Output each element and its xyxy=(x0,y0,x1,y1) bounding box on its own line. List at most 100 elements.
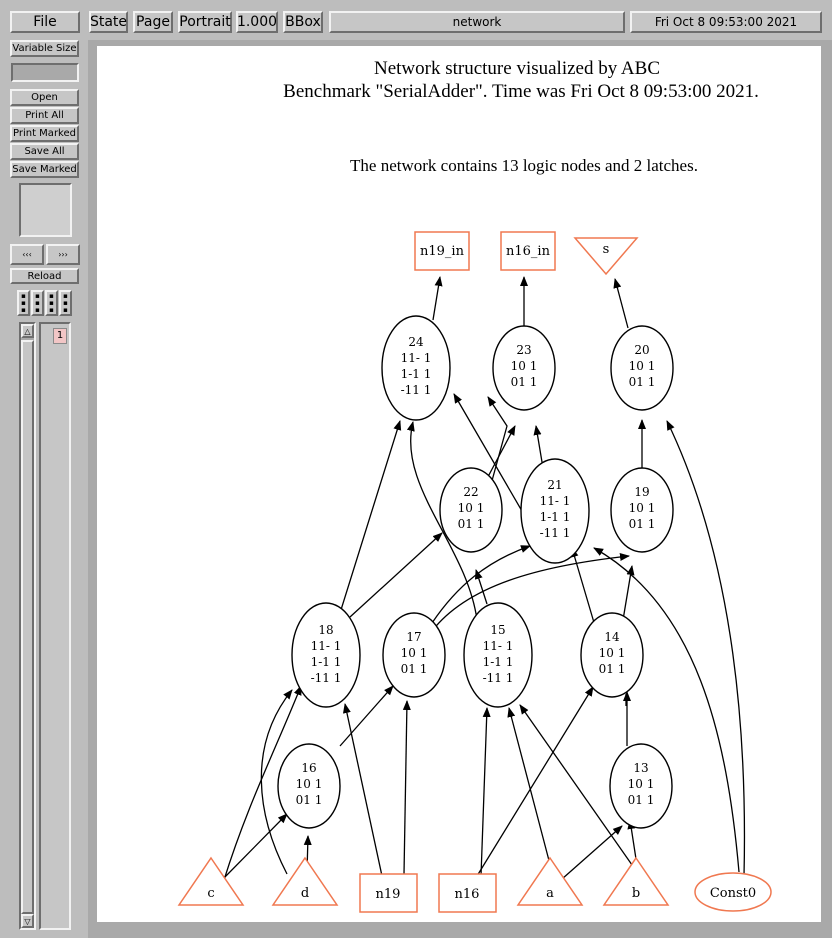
svg-text:11- 1: 11- 1 xyxy=(540,494,571,508)
save-all-button[interactable]: Save All xyxy=(10,143,79,160)
svg-text:14: 14 xyxy=(604,630,620,644)
svg-text:-11 1: -11 1 xyxy=(483,671,514,685)
input-node-const0[interactable]: Const0 xyxy=(694,872,772,912)
svg-text:1-1 1: 1-1 1 xyxy=(401,367,432,381)
edge xyxy=(406,421,478,621)
edge xyxy=(487,396,508,489)
state-button[interactable]: State xyxy=(89,11,128,33)
svg-text:10 1: 10 1 xyxy=(401,646,428,660)
graph-title: Network structure visualized by ABC xyxy=(374,58,660,79)
output-label: s xyxy=(603,242,610,257)
mark-odd-icon[interactable]: ▪▪▪ xyxy=(31,290,44,316)
svg-text:17: 17 xyxy=(406,630,421,644)
node-15 xyxy=(463,602,533,708)
edge xyxy=(474,569,488,605)
input-node-n19[interactable]: n19 xyxy=(359,873,418,913)
edge xyxy=(480,707,491,877)
input-node-b[interactable]: b xyxy=(602,856,670,906)
edge xyxy=(339,420,402,614)
svg-text:10 1: 10 1 xyxy=(458,501,485,515)
svg-text:01 1: 01 1 xyxy=(401,662,428,676)
edge xyxy=(507,707,553,873)
svg-text:10 1: 10 1 xyxy=(511,359,538,373)
variable-size-button[interactable]: Variable Size xyxy=(10,40,79,57)
graph-page[interactable]: Network structure visualized by ABC Benc… xyxy=(97,46,821,922)
orientation-button[interactable]: Portrait xyxy=(178,11,232,33)
svg-text:01 1: 01 1 xyxy=(629,517,656,531)
node-20 xyxy=(610,325,674,411)
output-label: n16_in xyxy=(506,244,551,259)
node-21-label: 21 11- 1 1-1 1 -11 1 xyxy=(540,478,571,540)
svg-text:01 1: 01 1 xyxy=(296,793,323,807)
page-scrollbar[interactable]: △ ▽ xyxy=(19,322,36,930)
status-field xyxy=(11,63,79,82)
svg-text:10 1: 10 1 xyxy=(599,646,626,660)
node-16-label: 16 10 1 01 1 xyxy=(296,761,323,807)
node-16 xyxy=(277,743,341,829)
svg-text:01 1: 01 1 xyxy=(511,375,538,389)
svg-text:10 1: 10 1 xyxy=(629,359,656,373)
svg-text:01 1: 01 1 xyxy=(629,375,656,389)
edge xyxy=(431,545,531,624)
prev-page-button[interactable]: ‹‹‹ xyxy=(10,244,44,265)
svg-text:1-1 1: 1-1 1 xyxy=(483,655,514,669)
input-node-n16[interactable]: n16 xyxy=(438,873,497,913)
svg-text:18: 18 xyxy=(318,623,333,637)
input-label: b xyxy=(632,886,640,901)
output-node-n16-in[interactable]: n16_in xyxy=(500,231,556,271)
scroll-down-arrow-icon[interactable]: ▽ xyxy=(21,914,34,928)
node-14 xyxy=(580,612,644,698)
node-24 xyxy=(381,315,451,421)
mark-even-icon[interactable]: ▪▪▪ xyxy=(45,290,58,316)
node-22-label: 22 10 1 01 1 xyxy=(458,485,485,531)
print-marked-button[interactable]: Print Marked xyxy=(10,125,79,142)
unmark-all-icon[interactable]: ▪▪▪ xyxy=(59,290,72,316)
mark-current-icon[interactable]: ▪▪▪ xyxy=(17,290,30,316)
input-label: n16 xyxy=(455,887,480,902)
edge xyxy=(431,552,630,632)
page-list[interactable]: 1 xyxy=(39,322,71,930)
page-list-item[interactable]: 1 xyxy=(53,328,67,344)
file-menu[interactable]: File xyxy=(10,11,80,33)
bbox-button[interactable]: BBox xyxy=(283,11,323,33)
svg-text:16: 16 xyxy=(301,761,316,775)
input-node-d[interactable]: d xyxy=(271,856,339,906)
node-17-label: 17 10 1 01 1 xyxy=(401,630,428,676)
edge xyxy=(432,276,443,321)
input-node-c[interactable]: c xyxy=(177,856,245,906)
output-node-s[interactable]: s xyxy=(573,237,639,276)
svg-text:21: 21 xyxy=(547,478,562,492)
node-23 xyxy=(492,325,556,411)
svg-text:01 1: 01 1 xyxy=(628,793,655,807)
output-node-n19-in[interactable]: n19_in xyxy=(414,231,470,271)
node-21 xyxy=(520,458,590,564)
edge xyxy=(260,689,293,875)
svg-text:10 1: 10 1 xyxy=(628,777,655,791)
scroll-up-arrow-icon[interactable]: △ xyxy=(21,324,34,338)
edge xyxy=(476,686,594,877)
zoom-button[interactable]: 1.000 xyxy=(236,11,278,33)
edge xyxy=(223,685,302,881)
svg-text:10 1: 10 1 xyxy=(296,777,323,791)
edge xyxy=(402,700,411,875)
edge xyxy=(453,393,527,519)
network-graph: Network structure visualized by ABC Benc… xyxy=(177,58,772,913)
reload-button[interactable]: Reload xyxy=(10,268,79,284)
svg-text:01 1: 01 1 xyxy=(599,662,626,676)
svg-text:19: 19 xyxy=(634,485,649,499)
print-all-button[interactable]: Print All xyxy=(10,107,79,124)
next-page-button[interactable]: ››› xyxy=(46,244,80,265)
graph-subtitle: Benchmark "SerialAdder". Time was Fri Oc… xyxy=(283,81,759,102)
page-button[interactable]: Page xyxy=(133,11,173,33)
save-marked-button[interactable]: Save Marked xyxy=(10,161,79,178)
input-node-a[interactable]: a xyxy=(516,856,584,906)
svg-text:11- 1: 11- 1 xyxy=(483,639,514,653)
open-button[interactable]: Open xyxy=(10,89,79,106)
node-17 xyxy=(382,612,446,698)
edge xyxy=(519,704,638,873)
edge xyxy=(349,532,443,618)
scroll-thumb[interactable] xyxy=(21,340,34,914)
svg-text:10 1: 10 1 xyxy=(629,501,656,515)
input-label: n19 xyxy=(376,887,401,902)
node-14-label: 14 10 1 01 1 xyxy=(599,630,626,676)
